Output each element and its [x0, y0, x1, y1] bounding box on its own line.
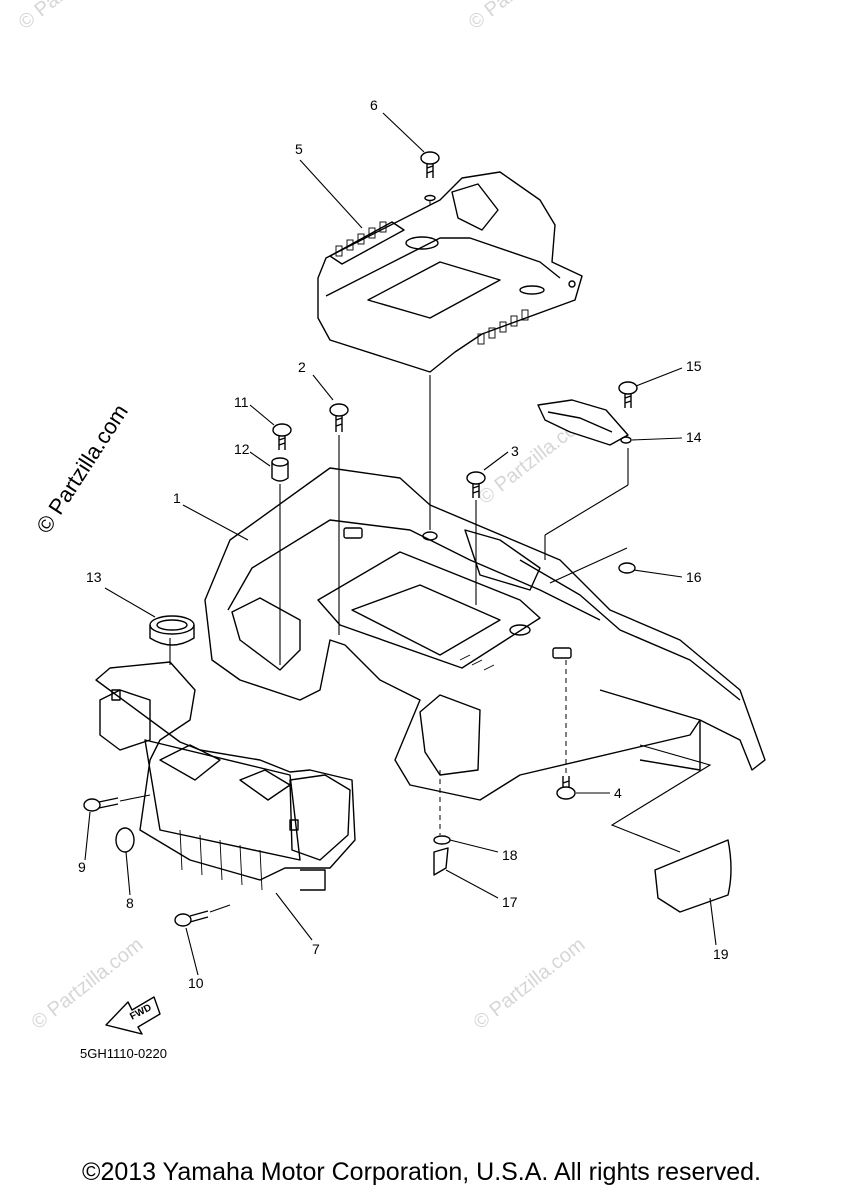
- part-12-collar: [271, 457, 289, 482]
- callout-2: 2: [298, 359, 306, 375]
- part-7-toolbox: [95, 661, 356, 891]
- callout-3: 3: [511, 443, 519, 459]
- part-15-screw: [618, 381, 638, 408]
- part-14-bracket: [537, 399, 632, 446]
- callout-6: 6: [370, 97, 378, 113]
- part-13-grommet: [149, 615, 195, 646]
- watermark-bottom-right: © Partzilla.com: [470, 934, 590, 1034]
- callout-10: 10: [188, 975, 204, 991]
- callout-9: 9: [78, 859, 86, 875]
- callout-18: 18: [502, 847, 518, 863]
- part-1-rear-fender: [204, 467, 766, 801]
- part-2-screw: [329, 403, 349, 432]
- part-4-screw: [556, 776, 576, 800]
- part-9-bolt: [83, 797, 119, 812]
- watermark-side: © Partzilla.com: [31, 400, 133, 538]
- part-19-label: [654, 839, 732, 913]
- assembly-lines: [119, 200, 712, 913]
- callout-14: 14: [686, 429, 702, 445]
- watermark-top-right: © Partzilla.com: [465, 0, 585, 34]
- callout-7: 7: [312, 941, 320, 957]
- copyright-notice: ©2013 Yamaha Motor Corporation, U.S.A. A…: [82, 1158, 761, 1186]
- callout-16: 16: [686, 569, 702, 585]
- callout-8: 8: [126, 895, 134, 911]
- part-8-cap: [115, 827, 135, 853]
- part-10-bolt: [174, 910, 209, 927]
- callout-11: 11: [234, 394, 249, 410]
- part-3-screw: [466, 471, 486, 498]
- callout-numbers: 1 2 3 4 5 6 7 8 9 10 11 12 13 14 15 16 1…: [78, 97, 729, 991]
- part-11-bolt: [272, 423, 292, 450]
- part-16-nut: [618, 562, 636, 574]
- leader-lines: [84, 112, 717, 976]
- part-5-top-cover: [317, 171, 583, 373]
- callout-5: 5: [295, 141, 303, 157]
- part-18-washer: [433, 835, 451, 845]
- fwd-arrow-icon: FWD: [105, 996, 161, 1035]
- callout-17: 17: [502, 894, 518, 910]
- callout-12: 12: [234, 441, 250, 457]
- callout-4: 4: [614, 785, 622, 801]
- callout-1: 1: [173, 490, 181, 506]
- diagram-code: 5GH1110-0220: [80, 1046, 167, 1061]
- part-6-screw: [420, 151, 440, 202]
- watermark-top-left: © Partzilla.com: [15, 0, 135, 34]
- callout-15: 15: [686, 358, 702, 374]
- callout-13: 13: [86, 569, 102, 585]
- callout-19: 19: [713, 946, 729, 962]
- part-17-clip: [433, 847, 449, 876]
